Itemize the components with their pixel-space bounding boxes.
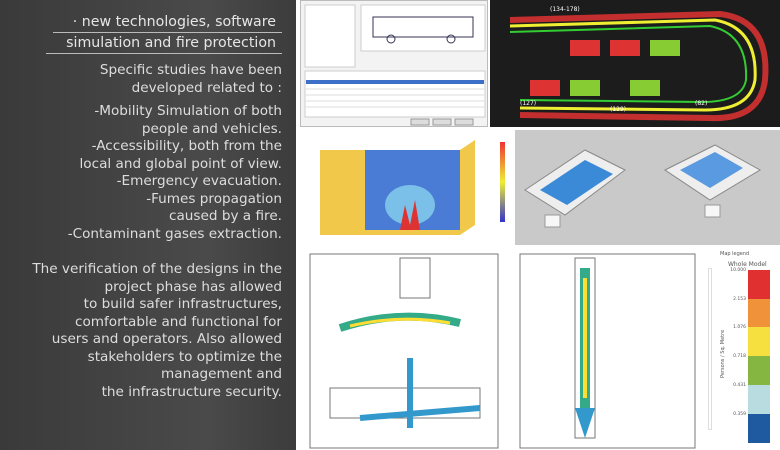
legend-color-band — [748, 327, 770, 357]
map-legend-panel: Map legend Whole Model Persons / Sq. Met… — [700, 248, 780, 450]
line: to build safer infrastructures, — [83, 296, 282, 312]
legend-color-band — [748, 270, 770, 299]
legend-color-band — [748, 298, 770, 328]
line: stakeholders to optimize the — [87, 348, 282, 365]
section-heading: · new technologies, software simulation … — [0, 12, 282, 54]
track-map-image — [509, 10, 769, 122]
line: project phase has allowed — [104, 278, 282, 295]
legend-tick-label: 0.718 — [733, 354, 746, 360]
legend-tick-label: 2.153 — [733, 296, 746, 302]
floor-plan-graphic — [309, 253, 696, 449]
line: -Emergency evacuation. — [116, 173, 282, 189]
software-ui-image — [304, 4, 486, 126]
vehicle-track-map: (134-178) (127) (129) (82) — [490, 0, 780, 127]
legend-tick-label: 1.076 — [733, 325, 746, 331]
map-label: (127) — [520, 100, 537, 107]
line: -Accessibility, both from the — [91, 138, 282, 154]
line: local and global point of view. — [79, 155, 282, 172]
legend-color-band — [748, 384, 770, 414]
text-panel: · new technologies, software simulation … — [0, 0, 296, 450]
legend-title: Map legend — [720, 251, 750, 257]
line: caused by a fire. — [169, 208, 282, 224]
vehicle-software-screenshot — [300, 0, 488, 127]
line: management and — [161, 366, 282, 382]
intro-text: Specific studies have been developed rel… — [0, 62, 282, 97]
fire-simulation-image — [300, 130, 512, 245]
map-label: (82) — [695, 100, 708, 107]
line: the infrastructure security. — [101, 383, 282, 400]
map-label: (129) — [610, 106, 627, 113]
building-3d-graphic — [524, 144, 761, 228]
legend-subtitle: Whole Model — [728, 261, 767, 268]
isometric-building-model — [515, 130, 780, 245]
line: developed related to : — [131, 79, 282, 96]
line: Specific studies have been — [99, 62, 282, 78]
conclusion-text: The verification of the designs in the p… — [0, 261, 282, 401]
studies-list: -Mobility Simulation of both people and … — [0, 103, 282, 243]
line: people and vehicles. — [141, 120, 282, 137]
legend-tick-label: 0.359 — [733, 411, 746, 417]
line: users and operators. Also allowed — [51, 331, 282, 347]
line: -Contaminant gases extraction. — [67, 225, 282, 242]
legend-color-band — [748, 356, 770, 386]
map-label: (134-178) — [550, 6, 580, 13]
legend-color-band — [748, 413, 770, 443]
crowd-density-floor-plans — [300, 248, 700, 450]
legend-tick-label: 10.000 — [730, 268, 746, 273]
smoke-simulation-graphic — [320, 140, 505, 235]
legend-scrollbar[interactable] — [708, 268, 712, 430]
legend-tick-label: 0.431 — [733, 382, 746, 388]
line: The verification of the designs in the — [32, 261, 282, 277]
line: comfortable and functional for — [74, 313, 282, 330]
line: -Fumes propagation — [146, 190, 282, 207]
line: -Mobility Simulation of both — [94, 103, 282, 119]
